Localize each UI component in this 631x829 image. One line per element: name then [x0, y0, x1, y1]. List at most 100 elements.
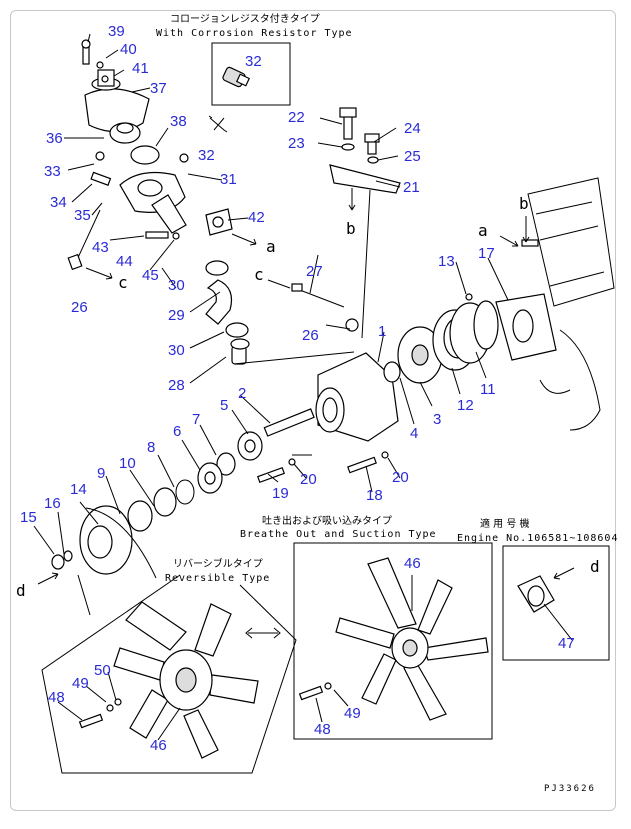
bracket-21: [329, 107, 401, 194]
engine-block: [521, 177, 615, 431]
snap-ring-8: [175, 479, 195, 505]
gasket-17: [495, 293, 557, 361]
thermostat-housing: [95, 151, 189, 234]
box-applicable-engine: [502, 545, 610, 661]
hose-fittings: [205, 260, 250, 365]
caption-breathe-en: Breathe Out and Suction Type: [240, 529, 437, 540]
drawing-code: PJ33626: [544, 784, 596, 794]
bearing-6: [197, 462, 223, 494]
callout-43: 43: [92, 239, 109, 256]
callout-39: 39: [108, 23, 125, 40]
callout-45: 45: [142, 267, 159, 284]
callout-49b: 49: [72, 675, 89, 692]
callout-9: 9: [97, 465, 105, 482]
gasket-38: [130, 145, 160, 165]
callout-50: 50: [94, 662, 111, 679]
arrow-c-icon: [85, 267, 113, 280]
ref-a-pump: a: [266, 237, 276, 256]
pipe-27: [291, 283, 345, 308]
nut-15: [51, 550, 73, 570]
callout-22: 22: [288, 109, 305, 126]
bolt-48-reversible: [78, 698, 122, 729]
arrow-b-engine-icon: [522, 216, 530, 243]
ref-b-bracket: b: [346, 219, 356, 238]
callout-8: 8: [147, 439, 155, 456]
callout-29: 29: [168, 307, 185, 324]
callout-26a: 26: [71, 299, 88, 316]
box-breathe-suction: [293, 542, 493, 740]
leader-bracket: [361, 189, 371, 339]
callout-13: 13: [438, 253, 455, 270]
spacer-9: [127, 500, 153, 532]
bolt-44: [145, 231, 180, 240]
bolt-18: [347, 456, 377, 474]
leader-lines: [33, 33, 573, 741]
callout-44: 44: [116, 253, 133, 270]
callout-24: 24: [404, 120, 421, 137]
fan-46-suction: [335, 557, 489, 721]
callout-38: 38: [170, 113, 187, 130]
shaft-2: [263, 408, 315, 437]
callout-18: 18: [366, 487, 383, 504]
callout-2: 2: [238, 385, 246, 402]
callout-41: 41: [132, 60, 149, 77]
callout-7: 7: [192, 411, 200, 428]
arrow-a-engine-icon: [499, 235, 519, 247]
callout-12: 12: [457, 397, 474, 414]
part-47: [517, 575, 555, 613]
callout-25: 25: [404, 148, 421, 165]
callout-21: 21: [403, 179, 420, 196]
callout-4: 4: [410, 425, 418, 442]
bearing-5: [237, 431, 263, 461]
spacer-7: [216, 452, 236, 476]
callout-10: 10: [119, 455, 136, 472]
callout-20b: 20: [392, 469, 409, 486]
callout-27: 27: [306, 263, 323, 280]
callout-31: 31: [220, 171, 237, 188]
caption-breathe-jp: 吐き出および吸い込みタイプ: [262, 514, 392, 527]
callout-36: 36: [46, 130, 63, 147]
callout-49a: 49: [344, 705, 361, 722]
callout-34: 34: [50, 194, 67, 211]
callout-46b: 46: [150, 737, 167, 754]
gasket-11-13: [449, 293, 499, 364]
seal-10: [153, 487, 177, 517]
callout-48b: 48: [48, 689, 65, 706]
fan-46-reversible: [113, 601, 259, 759]
arrow-d-icon: [37, 572, 59, 585]
ref-c-hose: c: [254, 265, 264, 284]
ref-c-pipe: c: [118, 273, 128, 292]
swap-arrow-icon: [208, 115, 228, 133]
ref-d-engine: d: [590, 557, 600, 576]
callout-11: 11: [480, 381, 496, 398]
callout-30b: 30: [168, 342, 185, 359]
gasket-42: [205, 208, 233, 236]
callout-1: 1: [378, 323, 386, 340]
ref-a-engine: a: [478, 221, 488, 240]
box-reversible: [41, 574, 297, 774]
impeller-3: [397, 326, 443, 384]
sensor-34: [90, 171, 112, 186]
swap-arrow-fan-icon: [245, 627, 281, 639]
bolt-19: [256, 466, 286, 484]
callout-48a: 48: [314, 721, 331, 738]
caption-reversible-en: Reversible Type: [165, 573, 270, 584]
ref-d-pulley: d: [16, 581, 26, 600]
callout-28: 28: [168, 377, 185, 394]
callout-40: 40: [120, 41, 137, 58]
callout-5: 5: [220, 397, 228, 414]
callout-32b: 32: [198, 147, 215, 164]
callout-30a: 30: [168, 277, 185, 294]
callout-19: 19: [272, 485, 289, 502]
seal-4: [383, 361, 401, 383]
callout-6: 6: [173, 423, 181, 440]
box-corrosion-detail: [211, 42, 291, 106]
arrow-c-pipe-icon: [267, 279, 291, 289]
callout-33: 33: [44, 163, 61, 180]
caption-corrosion-en: With Corrosion Resistor Type: [156, 28, 353, 39]
pulley-14: [77, 505, 157, 616]
caption-reversible-jp: リバーシブルタイプ: [173, 557, 263, 570]
washer-20b: [381, 451, 389, 459]
caption-applicable-en: Engine No.106581~108604: [457, 533, 618, 544]
